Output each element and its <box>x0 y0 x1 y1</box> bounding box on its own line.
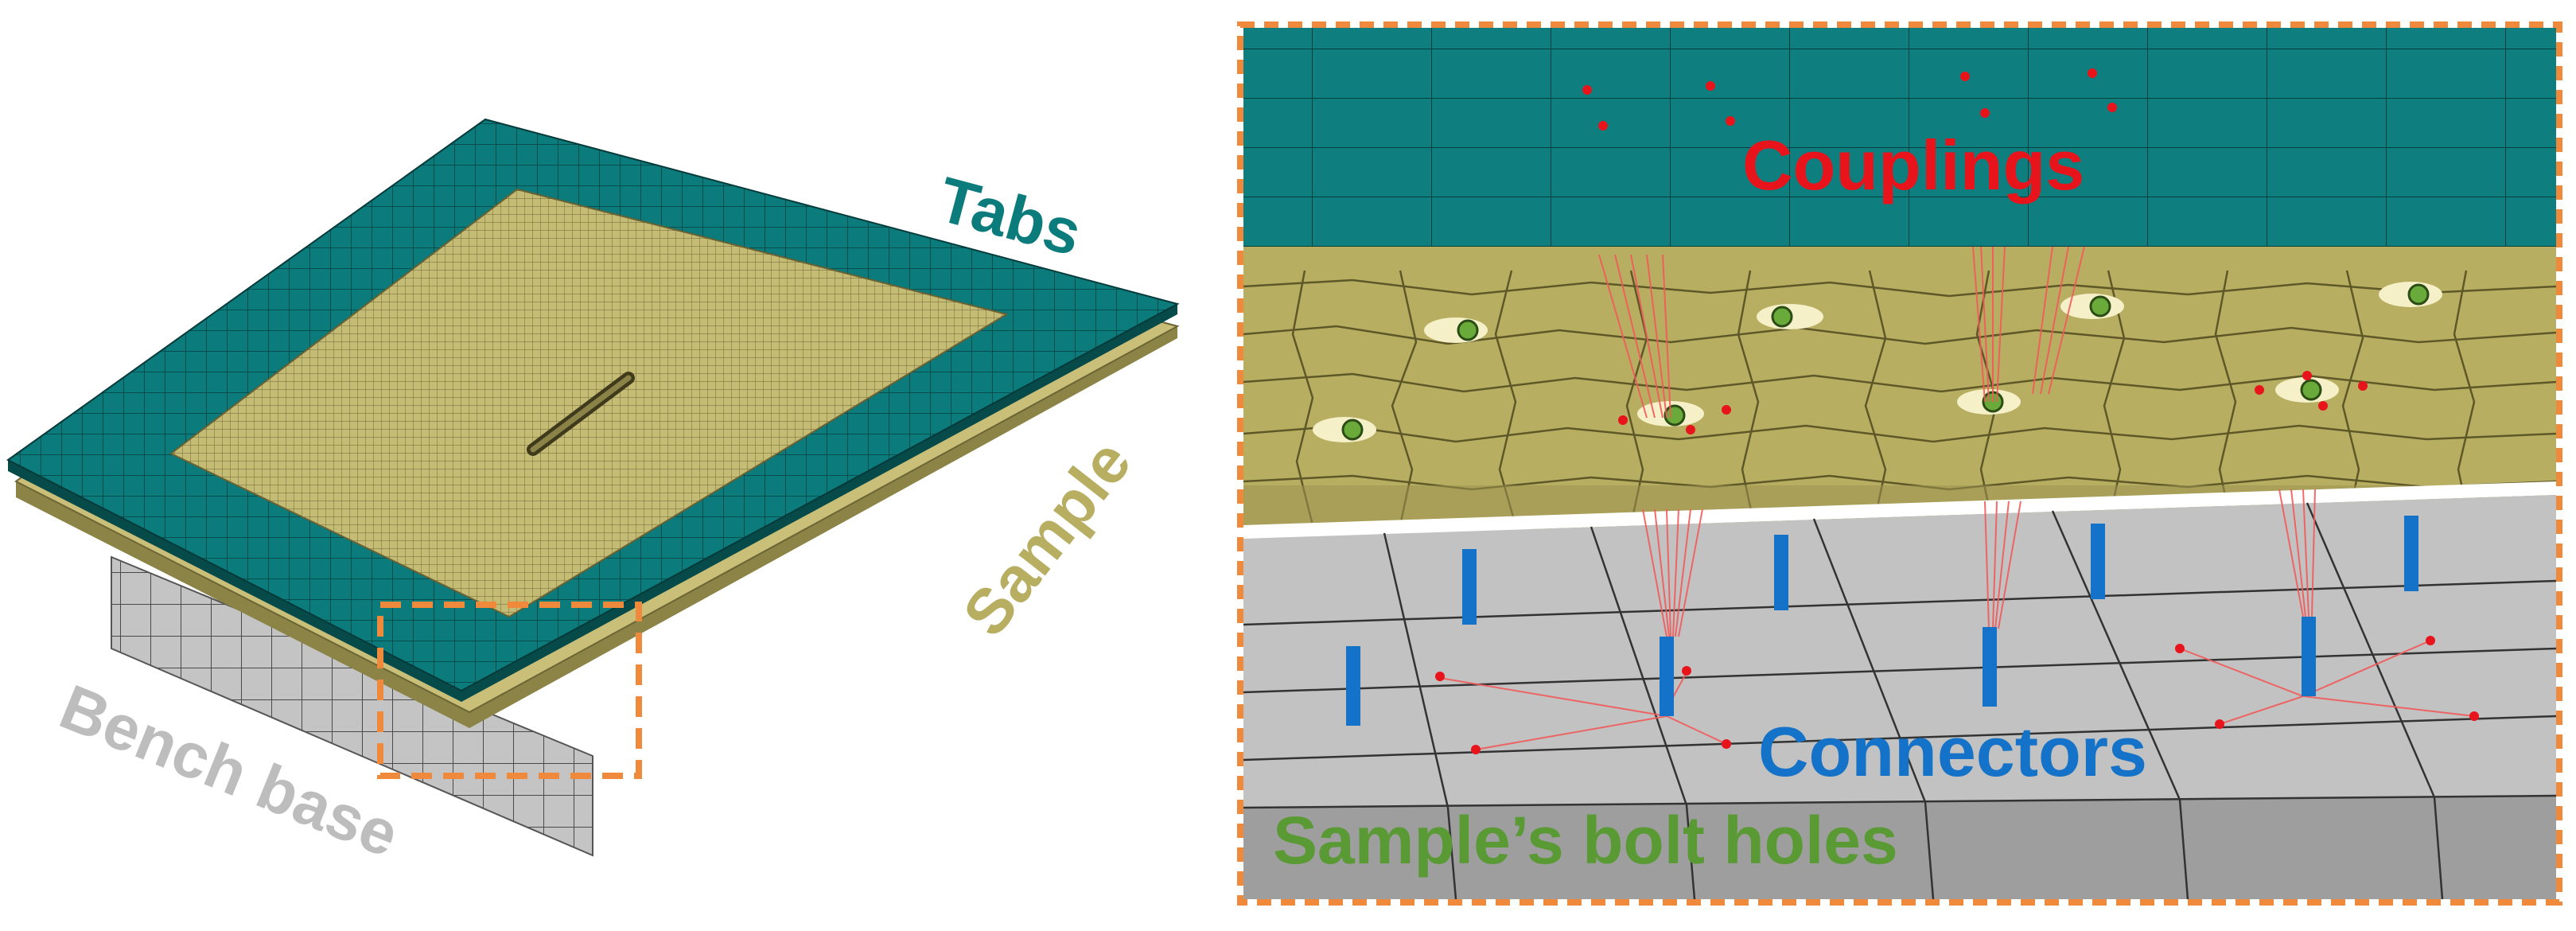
connector-bar <box>1660 637 1674 716</box>
couplings-label: Couplings <box>1742 126 2084 205</box>
connector-bar <box>2302 617 2316 696</box>
zoom-detail-panel: Couplings Connectors Sample’s bolt holes <box>1237 21 2562 906</box>
coupling-nodes <box>1435 68 2479 754</box>
connector-bar <box>1462 549 1477 625</box>
bolt-hole <box>2060 294 2124 319</box>
bolt-hole <box>2275 377 2339 403</box>
sample-inner-mesh <box>169 188 1009 618</box>
bolt-hole <box>1424 317 1488 343</box>
connector-bar <box>2091 524 2105 599</box>
coupling-lines <box>1439 246 2475 750</box>
connector-bar <box>1983 627 1997 707</box>
connector-bar <box>1774 535 1788 610</box>
bolt-hole <box>1313 417 1376 442</box>
bolt-holes <box>1313 282 2442 442</box>
connector-bar <box>2404 516 2418 591</box>
connectors-label: Connectors <box>1758 712 2147 791</box>
connectors <box>1346 516 2418 726</box>
model-overview: Tabs Sample Bench base <box>6 118 1180 871</box>
zoom-highlight-box <box>377 602 642 779</box>
connector-bar <box>1346 646 1360 726</box>
sample-label: Sample <box>949 427 1144 649</box>
bolt-holes-label: Sample’s bolt holes <box>1273 803 1898 878</box>
zoom-tabs-band <box>1243 28 2556 271</box>
zoom-bench-band <box>1243 495 2557 900</box>
bolt-hole <box>1757 304 1823 329</box>
bolt-hole <box>2379 282 2442 307</box>
